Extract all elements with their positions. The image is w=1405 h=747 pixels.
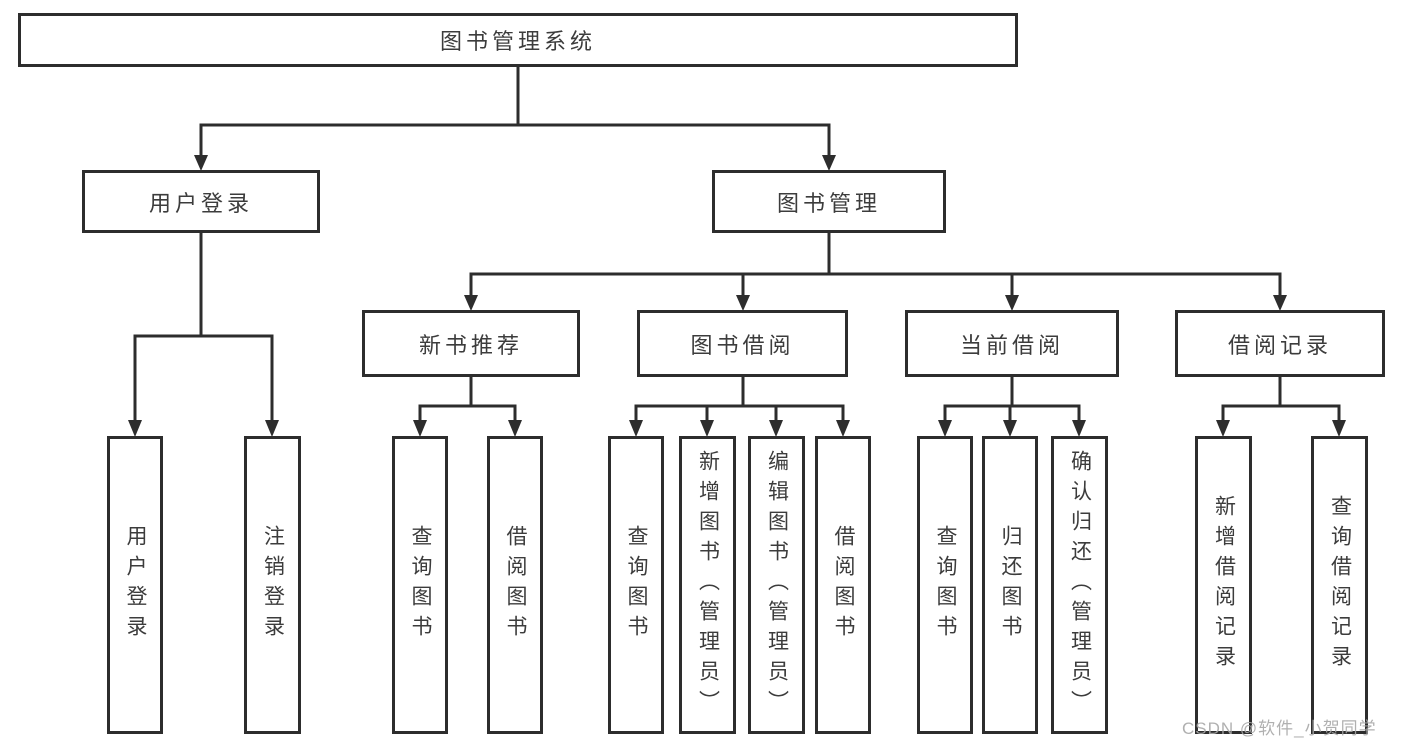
node-label: 确认归还（管理员） (1068, 450, 1092, 720)
node-label: 用户登录 (124, 525, 147, 645)
node-leaf-add-borrow-record: 新增借阅记录 (1195, 436, 1252, 734)
connector-book-management-children (464, 231, 1287, 311)
connector-user-login-children (128, 231, 279, 437)
node-label: 借阅图书 (832, 525, 855, 645)
connector-borrow-records-children (1216, 375, 1346, 437)
node-label: 当前借阅 (959, 332, 1064, 358)
node-label: 查询图书 (934, 525, 957, 645)
node-label: 图书管理 (776, 190, 881, 216)
node-label: 用户登录 (148, 190, 253, 216)
node-label: 查询图书 (625, 525, 648, 645)
watermark: CSDN @软件_小贺同学 (1182, 719, 1377, 738)
node-label: 归还图书 (999, 525, 1022, 645)
connector-book-borrow-children (629, 375, 850, 437)
node-leaf-query-books: 查询图书 (608, 436, 664, 734)
node-label: 查询图书 (409, 525, 432, 645)
node-label: 借阅图书 (504, 525, 527, 645)
node-book-management: 图书管理 (712, 170, 946, 233)
node-library-management-system: 图书管理系统 (18, 13, 1018, 67)
node-leaf-logout: 注销登录 (244, 436, 301, 734)
node-label: 注销登录 (261, 525, 285, 645)
connector-current-borrow-children (938, 375, 1086, 437)
node-label: 图书借阅 (690, 332, 795, 358)
node-leaf-edit-books-admin: 编辑图书（管理员） (748, 436, 805, 734)
node-leaf-query-borrow-record: 查询借阅记录 (1311, 436, 1368, 734)
node-user-login: 用户登录 (82, 170, 320, 233)
node-leaf-query-books-recommend: 查询图书 (392, 436, 448, 734)
node-label: 图书管理系统 (439, 29, 596, 54)
node-label: 新书推荐 (418, 332, 523, 358)
node-leaf-borrow-books-recommend: 借阅图书 (487, 436, 543, 734)
node-borrow-records: 借阅记录 (1175, 310, 1385, 377)
node-label: 新增借阅记录 (1212, 495, 1236, 675)
node-leaf-query-books-current: 查询图书 (917, 436, 973, 734)
node-label: 编辑图书（管理员） (765, 450, 789, 720)
connector-root-to-level1 (194, 65, 836, 171)
node-label: 查询借阅记录 (1328, 495, 1352, 675)
node-leaf-confirm-return-admin: 确认归还（管理员） (1051, 436, 1108, 734)
node-book-borrow: 图书借阅 (637, 310, 848, 377)
node-label: 借阅记录 (1227, 332, 1332, 358)
connector-new-book-recommend-children (413, 375, 522, 437)
node-leaf-borrow-books: 借阅图书 (815, 436, 871, 734)
node-new-book-recommend: 新书推荐 (362, 310, 580, 377)
node-leaf-add-books-admin: 新增图书（管理员） (679, 436, 736, 734)
node-current-borrow: 当前借阅 (905, 310, 1119, 377)
node-leaf-user-login: 用户登录 (107, 436, 163, 734)
node-leaf-return-books: 归还图书 (982, 436, 1038, 734)
node-label: 新增图书（管理员） (696, 450, 720, 720)
